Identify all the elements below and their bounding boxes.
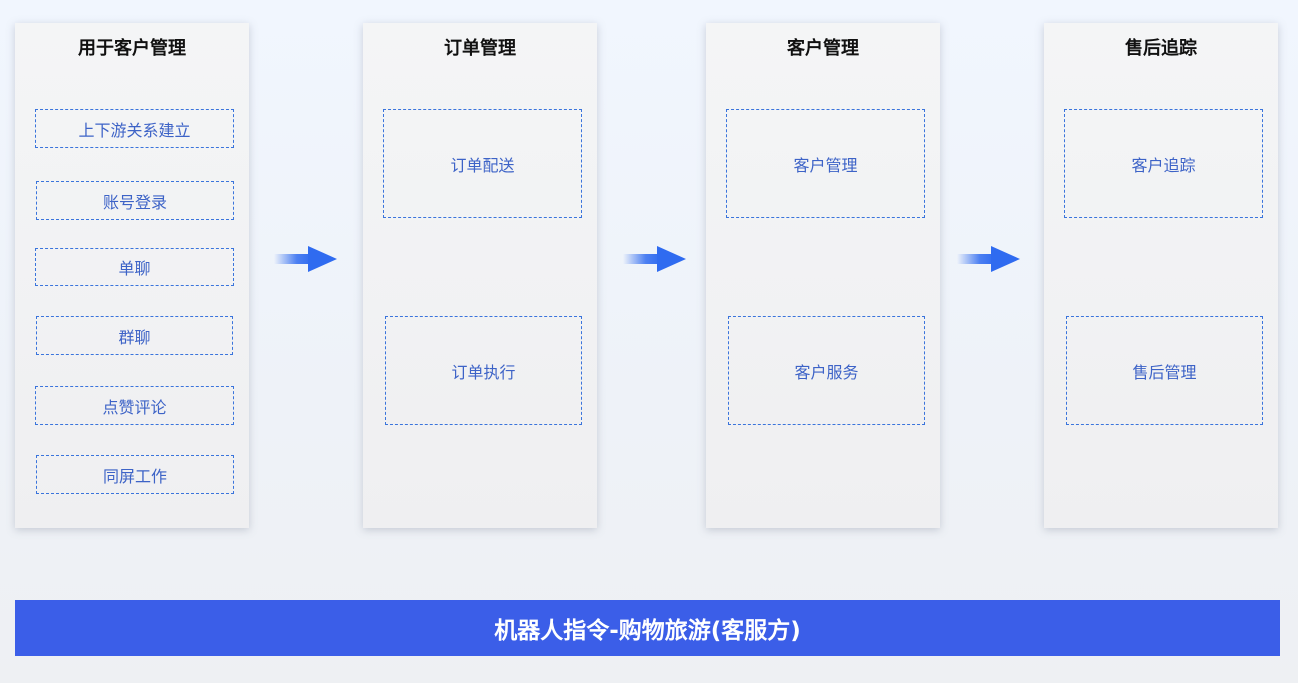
item-box: 客户追踪	[1064, 109, 1263, 218]
arrow-right-icon	[274, 246, 337, 272]
column-customer-usage: 用于客户管理 上下游关系建立 账号登录 单聊 群聊 点赞评论 同屏工作	[15, 23, 249, 528]
item-box: 同屏工作	[36, 455, 234, 494]
footer-banner: 机器人指令-购物旅游(客服方)	[15, 600, 1280, 656]
column-title: 订单管理	[444, 38, 516, 59]
item-box: 账号登录	[36, 181, 234, 220]
column-title: 售后追踪	[1125, 38, 1197, 59]
item-box: 订单执行	[385, 316, 582, 425]
column-after-sales-tracking: 售后追踪 客户追踪 售后管理	[1044, 23, 1278, 528]
item-box: 售后管理	[1066, 316, 1263, 425]
item-box: 点赞评论	[35, 386, 234, 425]
column-order-management: 订单管理 订单配送 订单执行	[363, 23, 597, 528]
column-title: 客户管理	[787, 38, 859, 59]
item-box: 订单配送	[383, 109, 582, 218]
arrow-right-icon	[623, 246, 686, 272]
item-box: 上下游关系建立	[35, 109, 234, 148]
column-customer-management: 客户管理 客户管理 客户服务	[706, 23, 940, 528]
item-box: 群聊	[36, 316, 233, 355]
arrow-right-icon	[957, 246, 1020, 272]
column-title: 用于客户管理	[78, 38, 186, 59]
item-box: 客户管理	[726, 109, 925, 218]
item-box: 单聊	[35, 248, 234, 286]
item-box: 客户服务	[728, 316, 925, 425]
